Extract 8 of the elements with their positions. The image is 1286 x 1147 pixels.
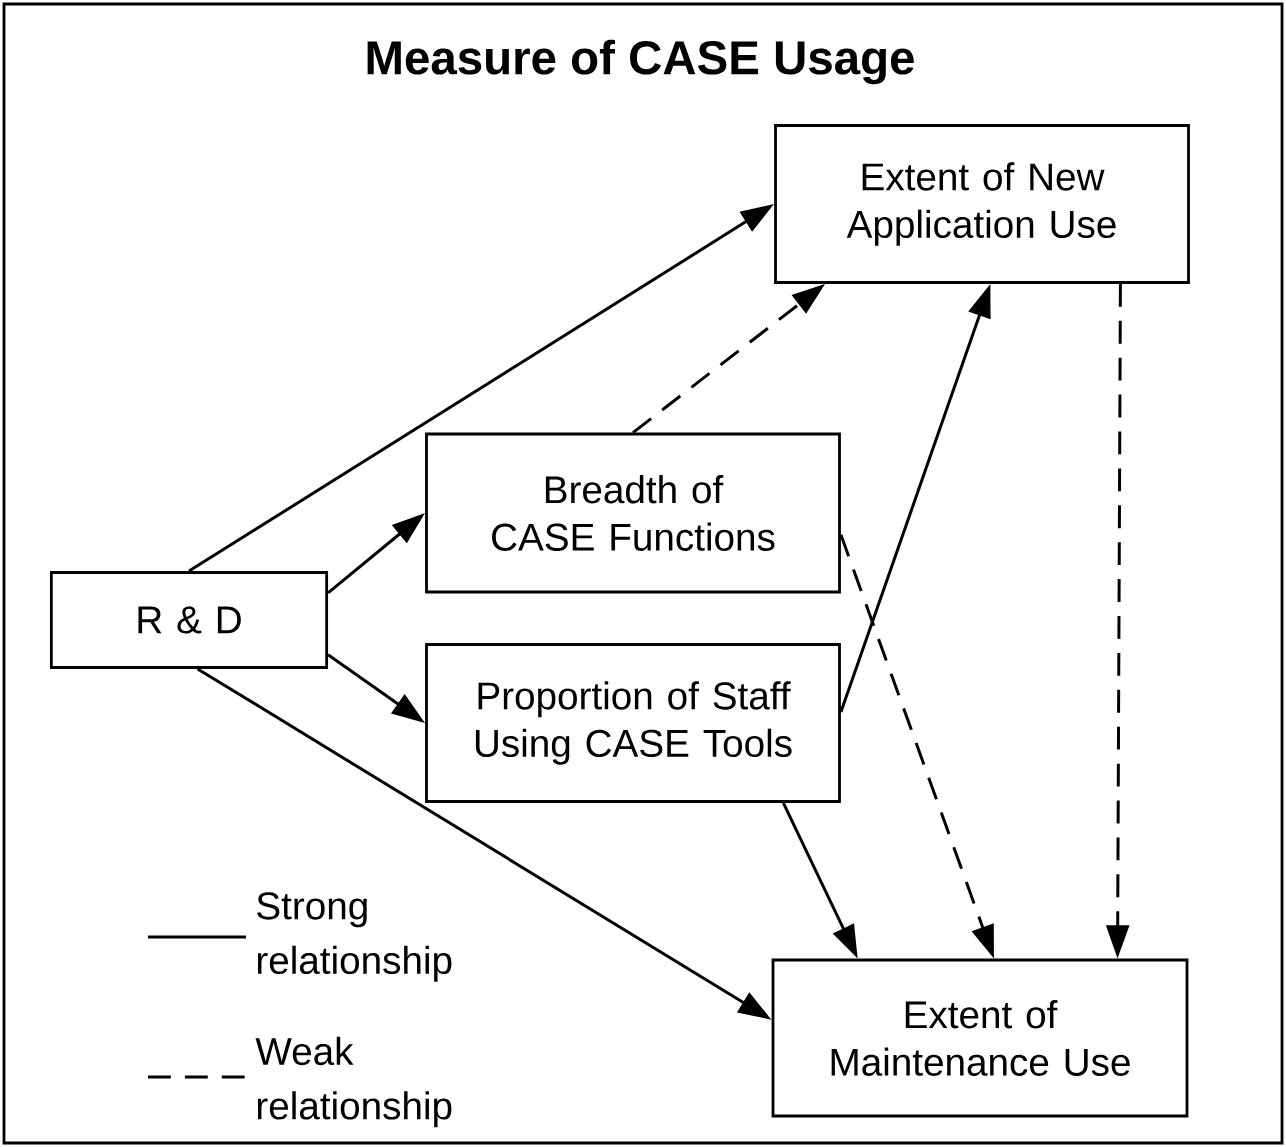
process-box: R & D [49,571,329,669]
title: Measure of CASE Usage [367,39,914,85]
legend-text: Strong relationship [257,892,452,982]
process-box: Extent of New Application Use [774,124,1190,284]
process-box: Extent of Maintenance Use [771,958,1189,1118]
process-box: Breadth of CASE Functions [425,432,841,594]
process-box: Proportion of Staff Using CASE Tools [425,643,841,803]
legend-text: Weak relationship [255,1036,452,1128]
